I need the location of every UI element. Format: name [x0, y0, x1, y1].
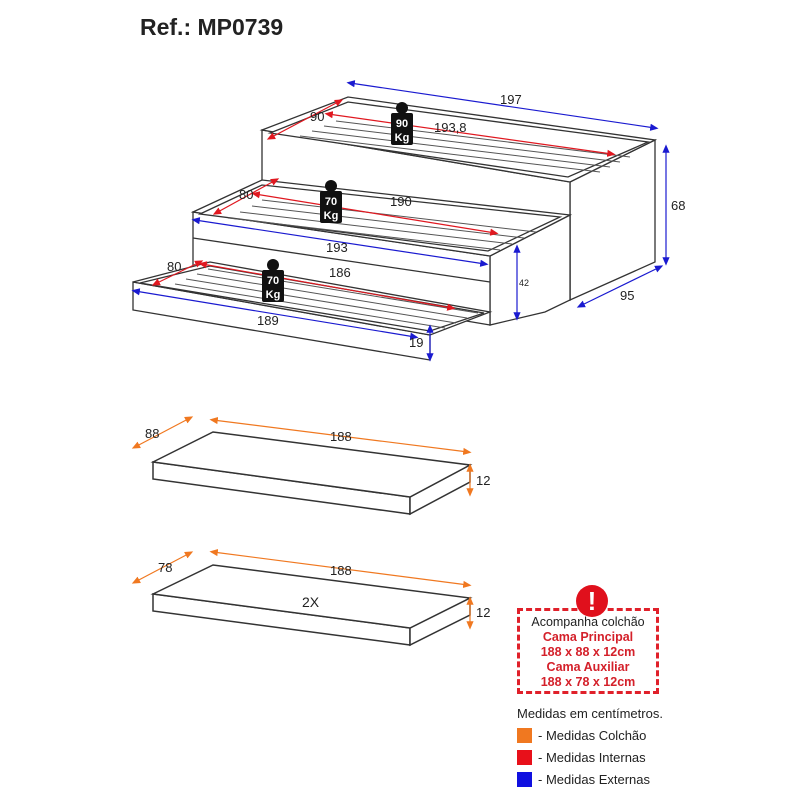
dim-middle-length: 190: [390, 194, 412, 209]
dim-total-length: 197: [500, 92, 522, 107]
mattress-included-notice: Acompanha colchão Cama Principal 188 x 8…: [517, 608, 659, 694]
dim-depth: 95: [620, 288, 634, 303]
dim-height: 68: [671, 198, 685, 213]
external-dimension-lines: [131, 80, 670, 362]
weight-icon-middle: 70 Kg: [320, 180, 342, 223]
svg-text:Kg: Kg: [266, 289, 281, 301]
mattress-main-width: 88: [145, 426, 159, 441]
svg-text:Kg: Kg: [395, 132, 410, 144]
dim-bottom-external-length: 189: [257, 313, 279, 328]
svg-text:70: 70: [325, 196, 337, 208]
svg-text:90: 90: [396, 118, 408, 130]
mattress-aux-dim-lines: [131, 549, 474, 630]
dim-bottom-length: 186: [329, 265, 351, 280]
legend-label: - Medidas Externas: [538, 772, 650, 787]
legend-item-mattress: - Medidas Colchão: [517, 728, 663, 743]
orange-swatch-icon: [517, 728, 532, 743]
blue-swatch-icon: [517, 772, 532, 787]
dim-middle-width: 80: [239, 187, 253, 202]
weight-icon-top: 90 Kg: [391, 102, 413, 145]
mattress-aux-height: 12: [476, 605, 490, 620]
notice-heading: Acompanha colchão: [531, 615, 645, 629]
dim-middle-external-length: 193: [326, 240, 348, 255]
mattress-main: [150, 431, 473, 516]
mattress-aux-width: 78: [158, 560, 172, 575]
notice-main-size: 188 x 88 x 12cm: [540, 645, 636, 659]
internal-dimension-lines: [151, 99, 616, 311]
mattress-main-height: 12: [476, 473, 490, 488]
svg-text:Kg: Kg: [324, 210, 339, 222]
notice-aux-size: 188 x 78 x 12cm: [540, 675, 636, 689]
dim-bottom-height: 19: [409, 335, 423, 350]
dim-bottom-width: 80: [167, 259, 181, 274]
reference-title: Ref.: MP0739: [140, 14, 284, 40]
mattress-main-dim-lines: [131, 416, 474, 497]
legend-unit-note: Medidas em centímetros.: [517, 706, 663, 721]
legend-label: - Medidas Colchão: [538, 728, 647, 743]
notice-main-label: Cama Principal: [542, 630, 634, 644]
legend: Medidas em centímetros. - Medidas Colchã…: [517, 706, 663, 787]
legend-label: - Medidas Internas: [538, 750, 646, 765]
legend-item-internal: - Medidas Internas: [517, 750, 663, 765]
dim-middle-height: 42: [519, 278, 529, 288]
mattress-aux-length: 188: [330, 563, 352, 578]
notice-aux-label: Cama Auxiliar: [546, 660, 630, 674]
dim-top-width: 90: [310, 109, 324, 124]
mattress-aux-quantity: 2X: [302, 594, 320, 610]
legend-item-external: - Medidas Externas: [517, 772, 663, 787]
mattress-main-length: 188: [330, 429, 352, 444]
alert-icon: !: [576, 585, 608, 617]
dim-top-length: 193,8: [434, 120, 467, 135]
svg-text:70: 70: [267, 275, 279, 287]
weight-icon-bottom: 70 Kg: [262, 259, 284, 302]
red-swatch-icon: [517, 750, 532, 765]
